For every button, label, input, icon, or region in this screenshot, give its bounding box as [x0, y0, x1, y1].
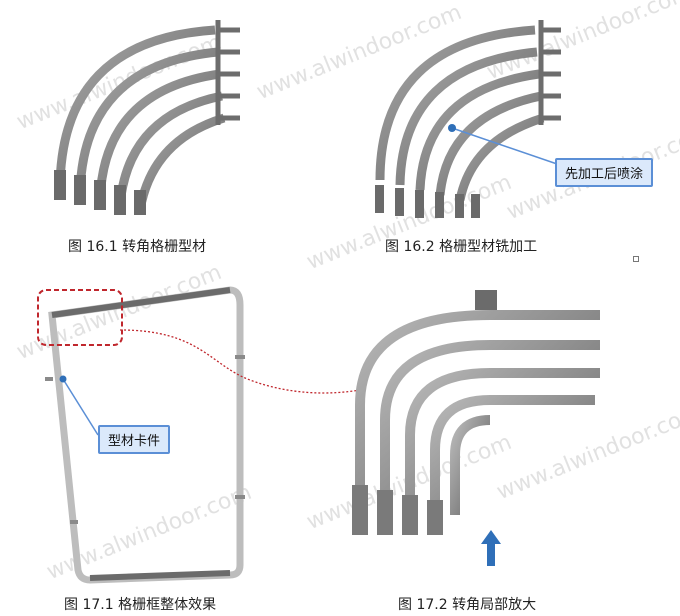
up-arrow-icon	[481, 530, 501, 566]
figure-16-2-caption: 图 16.2 格栅型材铣加工	[385, 239, 538, 255]
figure-16-1-caption: 图 16.1 转角格栅型材	[68, 239, 207, 255]
square-marker	[633, 256, 639, 262]
grille-frame-overall-illustration	[37, 286, 245, 584]
corner-grille-profile-illustration	[54, 20, 240, 215]
figure-16-1-image	[40, 10, 260, 220]
figure-16-2-image	[355, 10, 575, 220]
figure-17-1-image	[30, 275, 260, 585]
figure-17-2-caption: 图 17.2 转角局部放大	[398, 597, 537, 613]
figure-17-2-image	[340, 285, 610, 575]
figure-17-1-caption: 图 17.1 格栅框整体效果	[64, 597, 217, 613]
zoom-connector-line	[120, 329, 360, 394]
callout-paint-after-machining: 先加工后喷涂	[555, 158, 654, 187]
corner-detail-enlarged-illustration	[352, 290, 600, 535]
milled-grille-profile-illustration	[375, 20, 561, 218]
callout-profile-clip: 型材卡件	[98, 425, 171, 454]
